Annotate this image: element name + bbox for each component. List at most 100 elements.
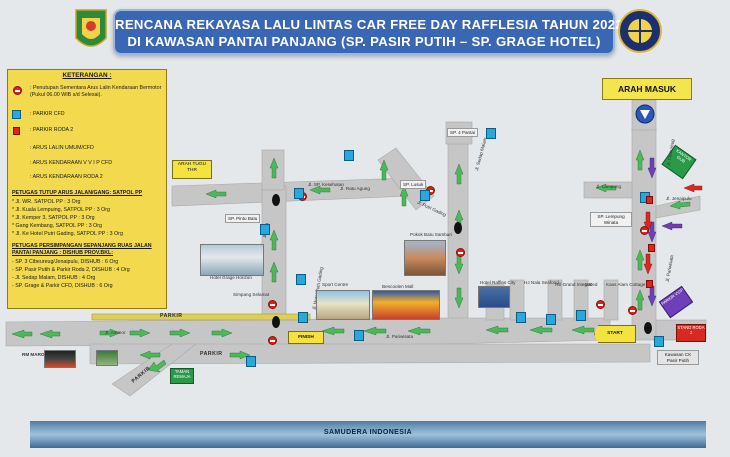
parking-blue-icon bbox=[420, 190, 430, 201]
legend-text-green-arrow: : ARUS LALIN UMUM/CFD bbox=[30, 145, 94, 151]
parking-red-icon bbox=[13, 127, 20, 135]
parking-blue-icon bbox=[296, 274, 306, 285]
parkir-label-mid: PARKIR bbox=[200, 351, 223, 357]
parking-blue-icon bbox=[298, 312, 308, 323]
parking-red-icon bbox=[646, 196, 653, 204]
legend-dishub-item: - Jl. Sedap Malam, DISHUB : 4 Org bbox=[12, 275, 96, 281]
parking-blue-icon bbox=[294, 188, 304, 199]
road-label-lampung: Jl. Lampung bbox=[596, 184, 622, 189]
legend-text-closure: : Penutupan Sementara Arus Lalin Kendara… bbox=[30, 85, 162, 98]
road-label-jenaipulu: Jl. Jenaipulu bbox=[666, 196, 692, 201]
photo-sport-centre bbox=[316, 290, 370, 320]
parking-blue-icon bbox=[546, 314, 556, 325]
legend-row-green-arrow: : ARUS LALIN UMUM/CFD bbox=[12, 145, 166, 154]
place-kawasan-ck: Kawasan CK Pasir Putih bbox=[657, 350, 699, 365]
parking-strip-top bbox=[91, 313, 311, 321]
post-marker bbox=[272, 316, 280, 328]
road-label-kesehatan: Jl. SP. Kesehatan bbox=[308, 182, 344, 187]
no-entry-icon bbox=[596, 300, 605, 309]
no-entry-icon bbox=[628, 306, 637, 315]
place-arah-tugu: ARAH TUGU THR bbox=[172, 160, 212, 179]
regional-crest-icon bbox=[75, 9, 107, 47]
parking-red-icon bbox=[648, 244, 655, 252]
legend-row-red-arrow: : ARUS KENDARAAN RODA 2 bbox=[12, 174, 166, 183]
photo-bencoolen-mall bbox=[372, 290, 440, 320]
place-stand-red: STAND RODA 2 bbox=[676, 324, 706, 342]
road-label-ratu-agung: Jl. Ratu Agung bbox=[340, 186, 370, 191]
legend-text-red-arrow: : ARUS KENDARAAN RODA 2 bbox=[30, 174, 103, 180]
road-ratu-agung bbox=[171, 177, 411, 207]
start-marker: START bbox=[594, 325, 636, 343]
road-stub-4 bbox=[603, 279, 619, 321]
purple-arrows bbox=[647, 157, 683, 307]
legend-satpol-item: * Jl. Kuala Lempuing, SATPOL PP : 3 Org bbox=[12, 207, 110, 213]
legend-dishub-heading: PETUGAS PERSIMPANGAN SEPANJANG RUAS JALA… bbox=[12, 243, 152, 256]
legend-row-parkir-roda2: : PARKIR RODA 2 bbox=[12, 127, 166, 136]
place-sp-pintu-batu: SP. Pintu Batu bbox=[225, 214, 261, 223]
parking-red-icon bbox=[646, 280, 653, 288]
place-mk: MK bbox=[585, 282, 592, 287]
legend-text-parkir-roda2: : PARKIR RODA 2 bbox=[30, 127, 74, 133]
road-label-ammor: Jl. Ammor bbox=[105, 330, 126, 335]
parkir-label-top: PARKIR bbox=[160, 313, 183, 319]
photo-pokok-batu bbox=[404, 240, 446, 276]
road-label-pariwisata: Jl. Pariwisata bbox=[386, 334, 414, 339]
place-hotel-grage: Hotel Grage Horizon bbox=[210, 275, 252, 280]
transport-ministry-emblem-icon bbox=[618, 9, 662, 53]
parking-blue-icon bbox=[516, 312, 526, 323]
sea-label-wrapper: SAMUDERA INDONESIA bbox=[30, 421, 706, 448]
photo-rm-marola bbox=[44, 350, 76, 368]
legend-dishub-item: - SP. Grage & Parkir CFD, DISHUB : 6 Org bbox=[12, 283, 113, 289]
arrow-down-icon bbox=[636, 105, 654, 123]
place-hill-grand: Hill Grand Integrated bbox=[555, 282, 598, 287]
sea-band bbox=[30, 421, 706, 448]
post-marker bbox=[454, 222, 462, 234]
parking-blue-icon bbox=[354, 330, 364, 341]
map-title-line-1: RENCANA REKAYASA LALU LINTAS CAR FREE DA… bbox=[115, 17, 624, 32]
sea-label: SAMUDERA INDONESIA bbox=[323, 429, 413, 436]
parking-blue-icon bbox=[576, 310, 586, 321]
no-entry-icon bbox=[13, 86, 22, 95]
legend-row-closure: : Penutupan Sementara Arus Lalin Kendara… bbox=[12, 85, 166, 103]
no-entry-icon bbox=[268, 336, 277, 345]
parking-blue-icon bbox=[486, 128, 496, 139]
legend-text-purple-arrow: : ARUS KENDARAAN V V I P CFD bbox=[30, 160, 113, 166]
entrance-label: ARAH MASUK bbox=[602, 78, 692, 100]
place-sp4-pantai: SP. 4 Pantai bbox=[447, 128, 478, 137]
place-bencoolen-mall: Bencoolen Mall bbox=[382, 284, 414, 289]
legend-satpol-item: * Jl. WR. SATPOL PP : 3 Org bbox=[12, 199, 81, 205]
place-kaos-alam: Kaos Alam Cottage bbox=[606, 282, 646, 287]
finish-marker: FINISH bbox=[288, 331, 324, 344]
parking-blue-icon bbox=[260, 224, 270, 235]
parking-blue-icon bbox=[12, 110, 21, 119]
legend-dishub-item: - SP. Pasir Putih & Parkir Roda 2, DISHU… bbox=[12, 267, 130, 273]
parking-blue-icon bbox=[246, 356, 256, 367]
legend-satpol-heading: PETUGAS TUTUP ARUS JALAN/GANG: SATPOL PP bbox=[12, 190, 143, 196]
place-simpang-selamat: Simpang Selamat bbox=[233, 292, 270, 297]
no-entry-icon bbox=[456, 248, 465, 257]
entrance-arrow bbox=[640, 110, 650, 119]
place-hotel-raffles: Hotel Raffles City bbox=[480, 280, 516, 285]
parking-blue-icon bbox=[344, 150, 354, 161]
place-nala-seafood: HJ Nala Seafood bbox=[524, 280, 559, 285]
place-rm-marola: RM MAROLA bbox=[22, 352, 51, 357]
legend-satpol-item: * Jl. Kemper 3, SATPOL PP : 3 Org bbox=[12, 215, 95, 221]
place-sport-centre: Sport Centre bbox=[322, 282, 349, 287]
photo-park bbox=[96, 350, 118, 366]
legend-title: KETERANGAN : bbox=[62, 72, 112, 79]
legend-text-parkir-cfd: : PARKIR CFD bbox=[30, 111, 65, 117]
green-arrows bbox=[11, 149, 691, 373]
legend-row-parkir-cfd: : PARKIR CFD bbox=[12, 110, 166, 120]
photo-hotel-grage bbox=[200, 244, 264, 276]
no-entry-icon bbox=[268, 300, 277, 309]
map-title-banner: RENCANA REKAYASA LALU LINTAS CAR FREE DA… bbox=[113, 9, 624, 55]
post-marker bbox=[644, 322, 652, 334]
map-legend: KETERANGAN : : Penutupan Sementara Arus … bbox=[7, 69, 167, 309]
map-title-line-2: DI KAWASAN PANTAI PANJANG (SP. PASIR PUT… bbox=[127, 34, 601, 49]
legend-satpol-item: * Jl. Ke Hotel Putri Gading, SATPOL PP :… bbox=[12, 231, 123, 237]
road-lower-lane bbox=[89, 343, 651, 365]
legend-row-purple-arrow: : ARUS KENDARAAN V V I P CFD bbox=[12, 160, 166, 169]
legend-satpol-item: * Gang Kembang, SATPOL PP : 3 Org bbox=[12, 223, 102, 229]
photo-hotel-raffles bbox=[478, 286, 510, 308]
legend-dishub-item: - SP. 3 Cibeureug/Jenaipulu, DISHUB : 6 … bbox=[12, 259, 119, 265]
